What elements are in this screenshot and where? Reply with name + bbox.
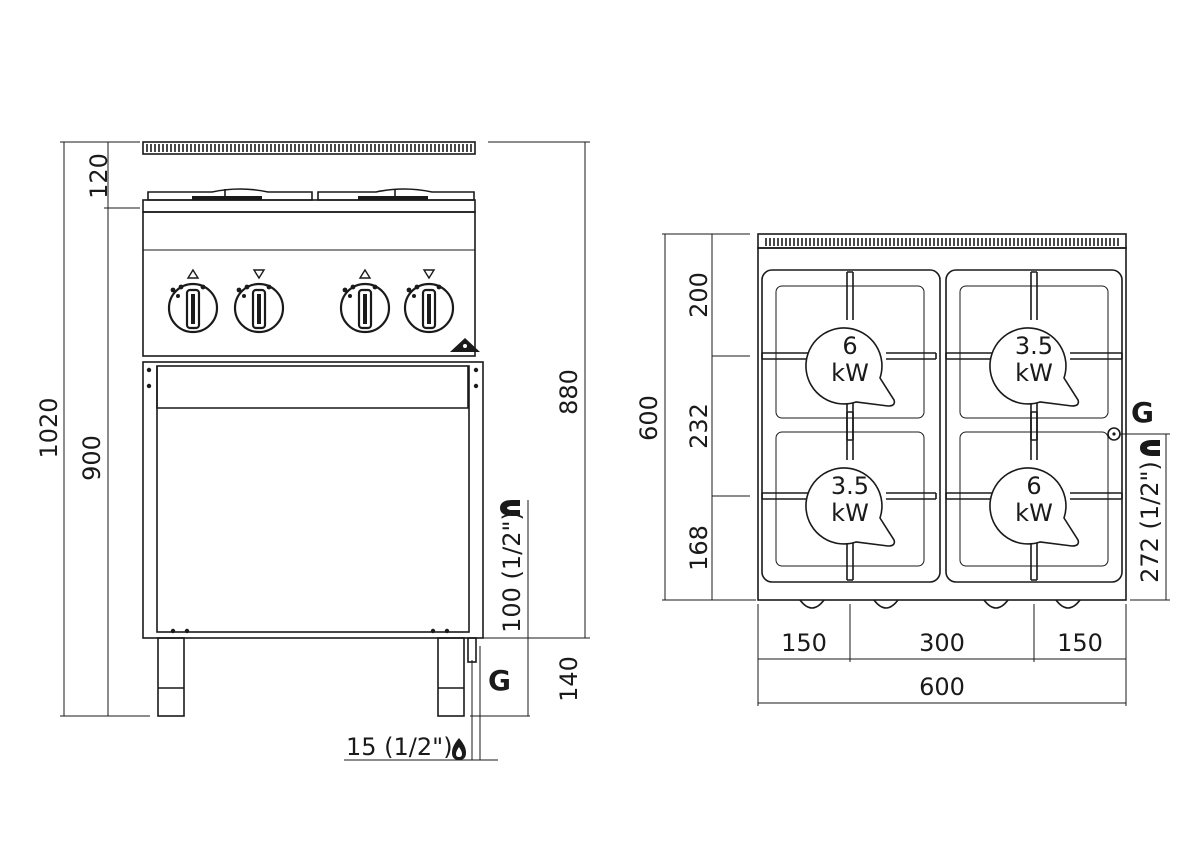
burner-unit: kW: [831, 499, 869, 527]
hob-top: [142, 199, 476, 213]
backsplash: [142, 141, 476, 155]
gas-connector-icon-top: [1140, 440, 1160, 456]
cabinet-shelf: [156, 366, 469, 409]
dim-total-height: 1020: [35, 397, 63, 458]
gas-label-front: G: [488, 664, 511, 697]
dim-top-height: 120: [85, 153, 113, 199]
burner-unit: kW: [1015, 499, 1053, 527]
gas-label-top: G: [1131, 396, 1154, 429]
pan-support-right: [317, 188, 475, 201]
gas-connector-icon: [500, 500, 520, 516]
burner-bottom-right: 6kW: [945, 411, 1123, 581]
control-knob-icon: [167, 268, 219, 334]
burner-top-left: 6kW: [761, 271, 937, 441]
burner-power: 3.5: [831, 472, 869, 500]
dim-row-front: 200: [685, 272, 713, 318]
burner-well-left: [761, 269, 941, 583]
burner-top-right: 3.5kW: [945, 271, 1123, 441]
burner-left: [192, 196, 262, 200]
dim-center-distance: 300: [919, 629, 965, 657]
burner-unit: kW: [1015, 359, 1053, 387]
leg-right: [437, 637, 465, 717]
control-knob-icon: [233, 269, 285, 334]
front-feet: [799, 599, 1081, 609]
burner-power: 3.5: [1015, 332, 1053, 360]
dim-left-margin: 150: [781, 629, 827, 657]
dim-gas-inlet-height: 100 (1/2"): [498, 511, 526, 633]
front-view: 120 1020 900 880 100 (1/2") 140 15 (1/2"…: [35, 141, 590, 761]
cabinet-opening: [156, 365, 470, 633]
gas-inlet-pipe: [467, 637, 477, 663]
dim-worktop-height: 880: [555, 369, 583, 415]
pan-support-left: [147, 188, 313, 201]
leg-left: [157, 637, 185, 717]
dim-gas-side: 272 (1/2"): [1136, 461, 1164, 583]
burner-power: 6: [1026, 472, 1041, 500]
top-backsplash-grille: [765, 238, 1119, 246]
dim-row-middle: 232: [685, 403, 713, 449]
cabinet-frame: [142, 361, 484, 639]
control-panel: [142, 211, 476, 357]
burner-unit: kW: [831, 359, 869, 387]
burner-bottom-left: 3.5kW: [761, 411, 937, 581]
backsplash-grille: [146, 144, 472, 152]
dim-right-margin: 150: [1057, 629, 1103, 657]
dim-depth: 600: [635, 395, 663, 441]
gas-flame-icon: [452, 738, 466, 760]
dim-body-height: 900: [78, 435, 106, 481]
control-knob-icon: [339, 268, 391, 334]
burner-well-right: [945, 269, 1123, 583]
control-knob-icon: [403, 269, 455, 334]
hob-outline: [757, 247, 1127, 601]
burner-power: 6: [842, 332, 857, 360]
dim-width: 600: [919, 673, 965, 701]
dim-leg-height: 140: [555, 656, 583, 702]
dim-row-back: 168: [685, 525, 713, 571]
burner-right: [358, 196, 428, 200]
dim-gas-inlet-offset: 15 (1/2"): [346, 733, 453, 761]
knob-group: [167, 268, 455, 334]
